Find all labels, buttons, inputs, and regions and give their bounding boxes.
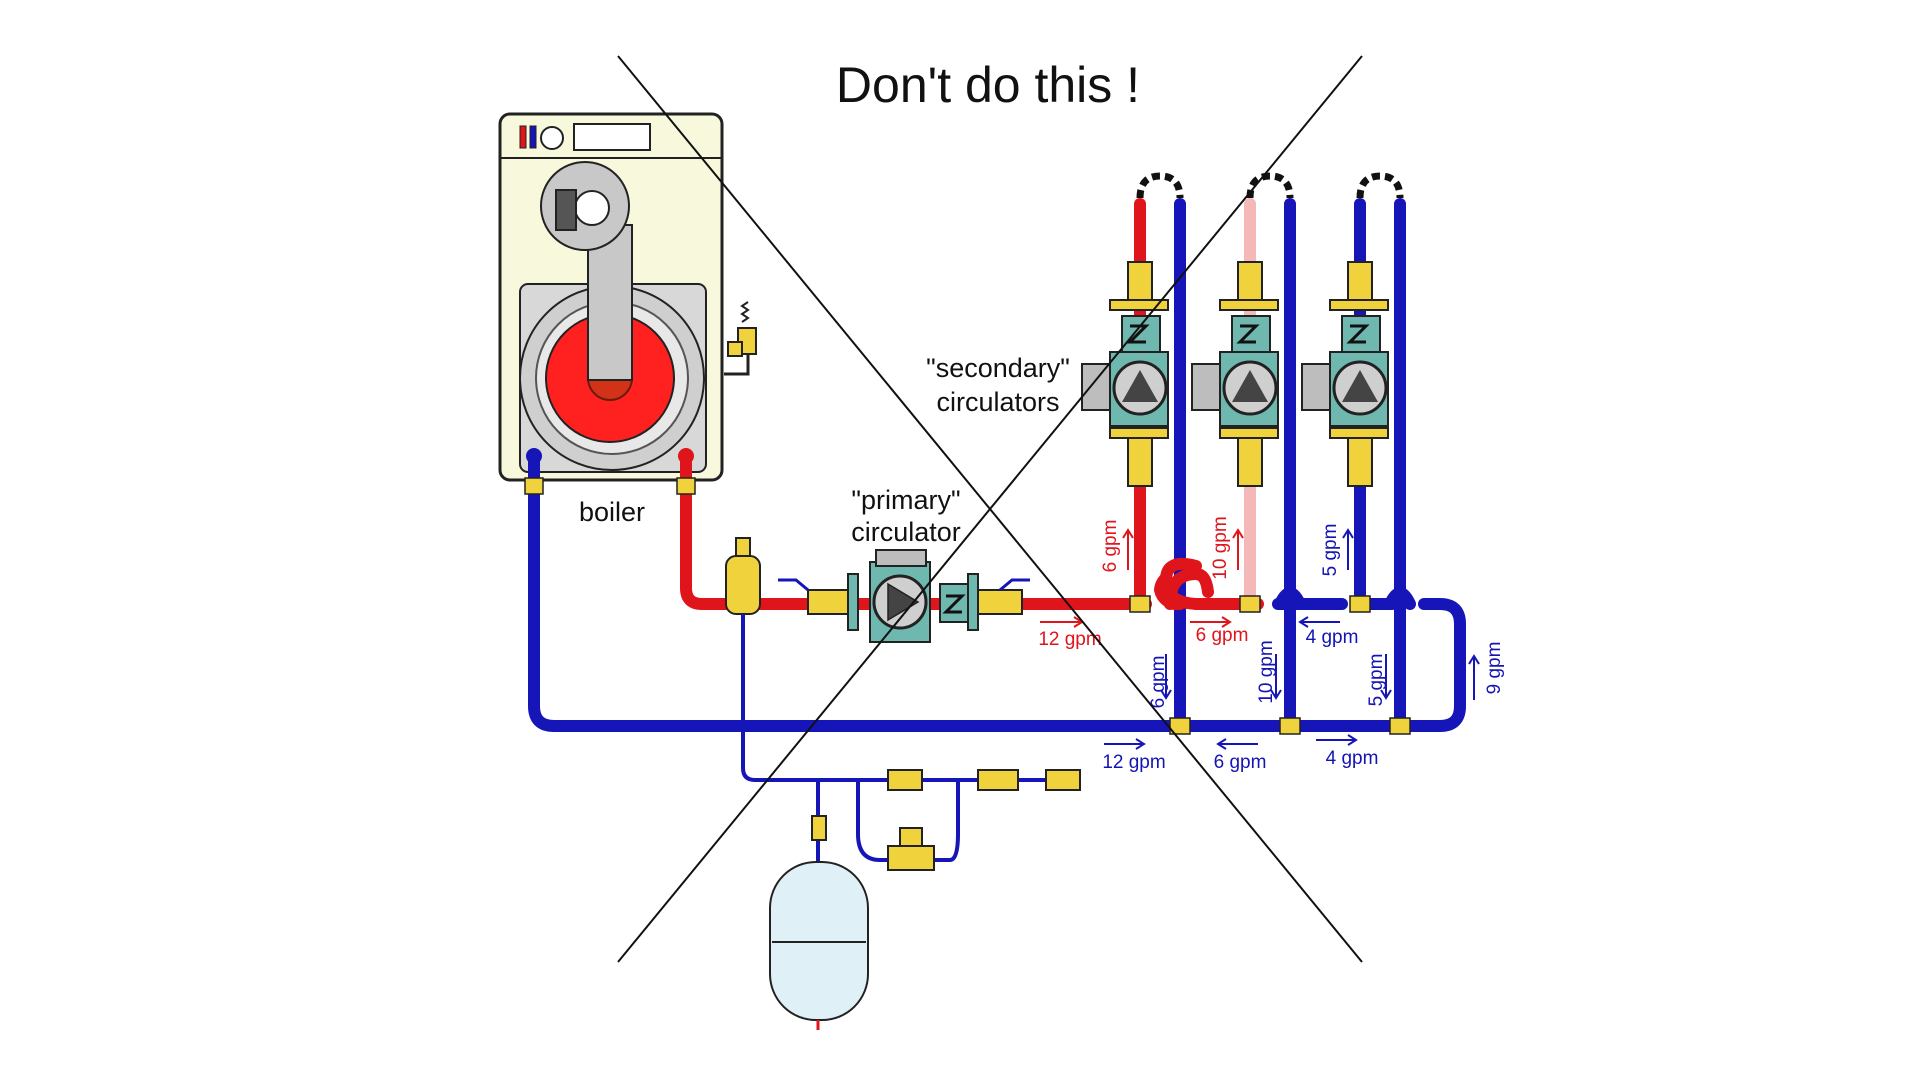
primary-circulator [778,549,1030,643]
flow-arrows [1040,528,1480,750]
flow-label-riser2-supply: 10 gpm [1210,516,1231,579]
flow-label-riser1-return: 6 gpm [1148,656,1169,709]
flow-label-supply-mid: 6 gpm [1196,625,1249,646]
pipe-tees [524,477,1411,735]
return-piping [528,198,1466,732]
burner-icon [540,161,633,381]
flow-label-return-mid: 6 gpm [1214,752,1267,773]
secondary-circulator-1 [1081,261,1169,487]
secondary-circulators-label-line1: "secondary" [926,353,1070,383]
flow-label-riser2-return: 10 gpm [1256,640,1277,703]
boiler-label: boiler [579,497,645,527]
diagram-title: Don't do this ! [836,57,1140,113]
boiler [498,112,724,482]
fill-valves-icon [811,769,1081,871]
relief-valve-icon [724,301,757,376]
flow-label-return-main: 12 gpm [1102,752,1165,773]
secondary-circulator-2 [1191,261,1279,487]
flow-label-loop-return: 9 gpm [1484,642,1505,695]
flow-label-supply-main: 12 gpm [1038,629,1101,650]
flow-label-riser3-return: 5 gpm [1366,654,1387,707]
expansion-tank-icon [769,861,869,1030]
boiler-gauge-icon [519,123,651,151]
secondary-circulator-3 [1301,261,1389,487]
flow-label-return-end: 4 gpm [1326,748,1379,769]
flow-label-riser1-supply: 6 gpm [1100,520,1121,573]
secondary-circulators-label-line2: circulators [936,387,1059,417]
flow-label-supply-end: 4 gpm [1306,627,1359,648]
crossover-bends [1164,567,1416,610]
riser-top-connectors [1136,172,1404,199]
cross-out-mark [617,55,1363,963]
primary-circulator-label-line2: circulator [851,517,961,547]
air-separator-icon [725,537,761,726]
primary-circulator-label-line1: "primary" [851,485,960,515]
flow-label-riser3-supply: 5 gpm [1320,524,1341,577]
